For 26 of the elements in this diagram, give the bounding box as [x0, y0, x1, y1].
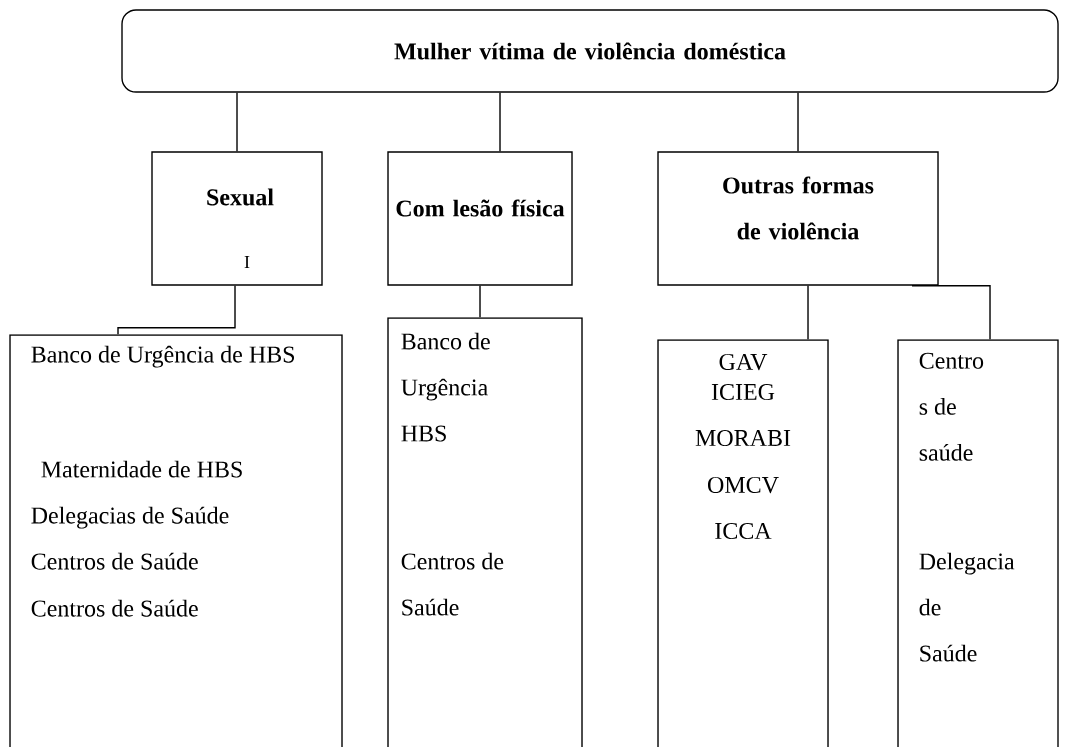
connector — [117, 285, 236, 335]
box-text: Delegacia de Saúde — [919, 552, 1015, 662]
box-text: MORABI — [695, 429, 791, 447]
box-text: Com lesão física — [396, 199, 565, 217]
connector — [499, 92, 501, 152]
box-text: ICCA — [715, 522, 772, 540]
box-text: Delegacias de Saúde — [31, 506, 229, 529]
box-text: Sexual — [207, 188, 274, 206]
box-text: Banco de Urgência HBS — [401, 332, 490, 442]
box-text: Mulher vítima de violência doméstica — [394, 42, 786, 60]
box-text: Centros de Saúde — [31, 552, 198, 570]
box-text: ICIEG — [711, 383, 775, 401]
connector — [807, 285, 809, 340]
connector — [911, 285, 991, 340]
box-text: GAV — [719, 353, 768, 371]
box-text: Centro s de saúde — [919, 352, 984, 461]
box-text: Centros de Saúde — [31, 599, 198, 617]
box-text: Centros de Saúde — [401, 552, 504, 616]
box-text: Maternidade de HBS — [41, 460, 242, 478]
box-text: OMCV — [708, 476, 779, 494]
connector — [479, 285, 481, 318]
box-text: Banco de Urgência de HBS — [31, 345, 295, 368]
stray-mark: I — [244, 256, 250, 268]
connector — [236, 92, 238, 152]
connector — [797, 92, 799, 152]
box-text: Outras formas de violência — [723, 176, 874, 240]
